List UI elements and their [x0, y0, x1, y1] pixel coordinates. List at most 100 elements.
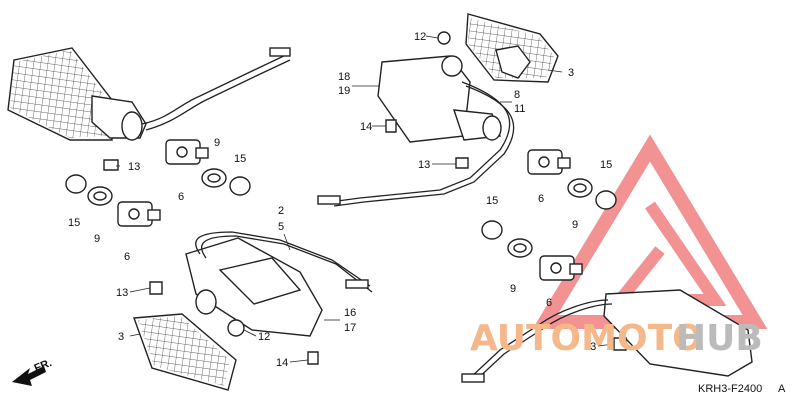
label-13-bl: 13 — [116, 287, 128, 299]
leader-5 — [283, 233, 291, 251]
label-6-r1: 6 — [538, 193, 544, 205]
connector-br — [461, 373, 485, 383]
socket-thread-r1 — [557, 157, 571, 169]
socket-thread-ml — [147, 209, 161, 221]
nut-ml — [65, 174, 87, 194]
label-9-r1: 9 — [572, 219, 578, 231]
socket-top-left — [165, 139, 209, 165]
label-9-r2: 9 — [510, 283, 516, 295]
leader-3-tr — [547, 69, 563, 73]
connector-bl — [345, 279, 369, 289]
socket-thread-tl — [195, 147, 209, 159]
screw-13-bl — [149, 281, 163, 295]
wire-top-right — [329, 81, 511, 203]
leader-13-br — [597, 343, 615, 347]
label-8: 8 — [514, 89, 520, 101]
wire-bottom-left — [195, 231, 371, 287]
wire-top-right-2 — [333, 85, 515, 207]
bulb-window-bl — [218, 257, 302, 305]
winker-top-left — [7, 47, 291, 141]
wire-bottom-right-2 — [473, 303, 613, 383]
leader-12-bl — [243, 329, 257, 337]
diagram-code-block: KRH3-F2400 A — [698, 383, 786, 395]
lens-bottom-left-grid — [138, 316, 230, 386]
label-12-bottom-left: 12 — [258, 331, 270, 343]
nut-r1 — [595, 190, 617, 210]
screw-13-br — [613, 337, 627, 351]
screw-13-mid — [455, 157, 469, 169]
socket-8-tr — [441, 55, 463, 77]
label-15-r2: 15 — [486, 195, 498, 207]
winker-top-right — [317, 13, 559, 207]
watermark-word-a: AUTOMOTO — [470, 318, 703, 359]
leader-3-bl — [129, 333, 141, 337]
wire-bottom-left-2 — [201, 235, 373, 293]
label-13-br: 13 — [584, 341, 596, 353]
watermark-wordmark: AUTOMOTO HUB — [470, 318, 763, 359]
screw-14-tr — [385, 119, 397, 133]
label-13-mid: 13 — [418, 159, 430, 171]
stem-top-left — [121, 111, 143, 141]
label-17: 17 — [344, 322, 356, 334]
label-14-bottom-left: 14 — [276, 357, 288, 369]
socket-hole-ml — [128, 208, 140, 220]
washer-hole-ml — [93, 191, 107, 201]
wire-bottom-right — [469, 299, 609, 379]
washer-hole-r1 — [573, 183, 587, 193]
watermark-word-b: HUB — [676, 318, 763, 359]
nut-r2 — [481, 220, 503, 240]
socket-thread-r2 — [569, 263, 583, 275]
screw-13-tl — [103, 159, 119, 171]
winker-bottom-left — [133, 231, 373, 391]
label-16: 16 — [344, 307, 356, 319]
diagram-suffix: A — [778, 383, 786, 395]
socket-mid-left — [117, 201, 161, 227]
label-6-ml: 6 — [124, 251, 130, 263]
label-3-top-right: 3 — [568, 67, 574, 79]
label-3-bottom-left: 3 — [118, 331, 124, 343]
wire-top-left — [141, 53, 289, 125]
washer-hole-r2 — [513, 243, 527, 253]
label-9-ml: 9 — [94, 233, 100, 245]
connector-tr — [317, 195, 341, 205]
socket-hole-r2 — [550, 262, 562, 274]
label-14-top: 14 — [360, 121, 372, 133]
socket-bl — [195, 289, 217, 315]
label-6-r2: 6 — [546, 297, 552, 309]
wire-top-left-2 — [145, 59, 291, 131]
lens-top-left-grid — [10, 50, 108, 138]
socket-hole-r1 — [538, 156, 550, 168]
leader-lines — [116, 35, 615, 363]
arrow-icon — [12, 366, 46, 386]
leader-12-top — [425, 35, 439, 39]
label-15-r1: 15 — [600, 159, 612, 171]
connector-top-left — [269, 47, 291, 57]
bulb-top-right — [495, 45, 531, 79]
label-19: 19 — [338, 85, 350, 97]
label-13-tl: 13 — [128, 161, 140, 173]
label-18: 18 — [338, 71, 350, 83]
bulb-12-tr — [437, 31, 451, 45]
leader-14-bl — [289, 359, 309, 363]
housing-bottom-right — [603, 289, 753, 377]
label-5: 5 — [278, 221, 284, 233]
label-15-ml: 15 — [68, 217, 80, 229]
label-15-tl: 15 — [234, 153, 246, 165]
socket-right-1 — [527, 149, 571, 175]
diagram-code: KRH3-F2400 — [698, 383, 762, 395]
callout-labels: 12 3 18 19 8 11 14 13 6 15 9 15 9 6 13 1… — [68, 31, 612, 369]
label-12-top: 12 — [414, 31, 426, 43]
washer-hole-tl — [207, 173, 221, 183]
direction-label: FR. — [33, 357, 54, 375]
front-arrow: FR. — [12, 357, 54, 386]
winker-bottom-right — [461, 289, 753, 383]
label-2: 2 — [278, 205, 284, 217]
leader-13-bl — [129, 287, 151, 293]
screw-14-bl — [307, 351, 319, 365]
label-9-tl: 9 — [214, 137, 220, 149]
socket-hole-tl — [176, 146, 188, 158]
label-11: 11 — [514, 103, 525, 115]
bulb-12-bl — [227, 319, 245, 337]
